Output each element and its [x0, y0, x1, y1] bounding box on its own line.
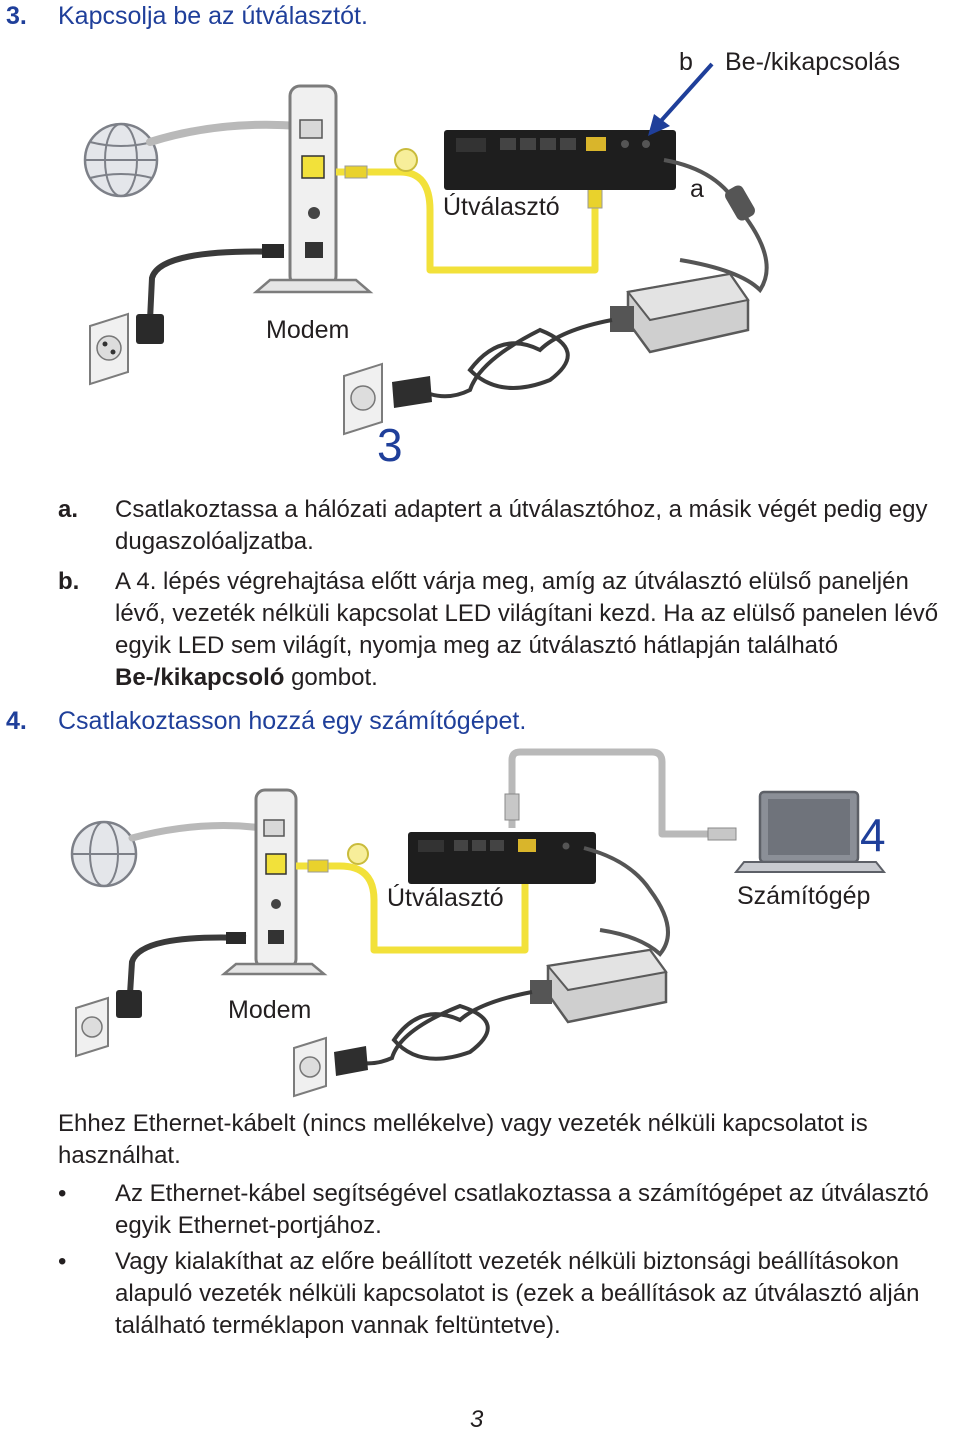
- item-b-key: b.: [58, 568, 80, 595]
- label-a: a: [690, 175, 704, 203]
- adapter-dc-cable: [663, 158, 769, 294]
- figure-step-number: 4: [860, 809, 886, 861]
- item-b-text-after: gombot.: [284, 664, 378, 691]
- bullet-text: Vagy kialakíthat az előre beállított vez…: [115, 1248, 920, 1339]
- step-3-title: Kapcsolja be az útválasztót.: [58, 2, 368, 30]
- item-b: b. A 4. lépés végrehajtása előtt várja m…: [58, 566, 958, 694]
- step-4-title: Csatlakoztasson hozzá egy számítógépet.: [58, 707, 527, 735]
- bullet-icon: •: [58, 1180, 67, 1207]
- power-switch-term: Be-/kikapcsoló: [115, 664, 285, 691]
- bullet-icon: •: [58, 1248, 67, 1275]
- wall-outlet-2: [343, 362, 383, 436]
- label-router: Útválasztó: [387, 884, 504, 912]
- step-3-number: 3.: [6, 2, 27, 30]
- label-router: Útválasztó: [443, 193, 560, 221]
- wall-outlet-1: [75, 996, 109, 1058]
- label-computer: Számítógép: [737, 882, 871, 910]
- ethernet-cable-gray: [508, 748, 712, 838]
- modem-power-cable: [147, 248, 285, 321]
- label-b: b: [679, 48, 693, 76]
- label-modem: Modem: [266, 316, 350, 344]
- arrow-icon: [648, 62, 714, 136]
- step-3-heading: 3. Kapcsolja be az útválasztót.: [6, 2, 368, 31]
- adapter-dc-cable: [583, 846, 670, 957]
- coax-cable: [128, 822, 266, 842]
- bullet-item: • Az Ethernet-kábel segítségével csatlak…: [58, 1178, 958, 1242]
- item-b-text-before: A 4. lépés végrehajtása előtt várja meg,…: [115, 568, 939, 659]
- intro-paragraph: Ehhez Ethernet-kábelt (nincs mellékelve)…: [58, 1110, 868, 1169]
- power-cord: [355, 990, 533, 1066]
- ethernet-cable-yellow: [296, 860, 529, 954]
- wall-outlet-2: [293, 1036, 327, 1098]
- plug-icon: [392, 376, 432, 408]
- modem-power-cable: [127, 934, 247, 995]
- label-power-switch: Be-/kikapcsolás: [725, 48, 901, 76]
- laptop-icon: [733, 790, 887, 873]
- power-adapter: [530, 948, 668, 1024]
- plug-icon: [334, 1046, 368, 1076]
- wall-outlet-1: [89, 312, 129, 386]
- bullet-item: • Vagy kialakíthat az előre beállított v…: [58, 1246, 958, 1342]
- item-a-text: Csatlakoztassa a hálózati adaptert a útv…: [115, 496, 928, 555]
- step-4-heading: 4. Csatlakoztasson hozzá egy számítógépet…: [6, 707, 526, 736]
- power-adapter: [610, 272, 750, 354]
- internet-globe-icon: [83, 122, 159, 198]
- ethernet-cable-yellow: [336, 168, 599, 274]
- page-number: 3: [470, 1406, 484, 1433]
- figure-router-setup: [83, 62, 769, 436]
- item-a-key: a.: [58, 496, 79, 523]
- power-cord: [429, 318, 613, 399]
- internet-globe-icon: [70, 820, 138, 888]
- modem-device: [220, 788, 328, 976]
- bullet-text: Az Ethernet-kábel segítségével csatlakoz…: [115, 1180, 929, 1239]
- step-4-number: 4.: [6, 707, 27, 735]
- coax-cable: [146, 120, 304, 146]
- figure-computer-setup: [70, 748, 887, 1098]
- label-modem: Modem: [228, 996, 312, 1024]
- router-device: [444, 130, 676, 190]
- modem-device: [252, 84, 374, 294]
- router-device: [408, 832, 596, 884]
- figure-step-number: 3: [377, 419, 403, 471]
- item-a: a. Csatlakoztassa a hálózati adaptert a …: [58, 494, 958, 558]
- item-b-text: A 4. lépés végrehajtása előtt várja meg,…: [115, 566, 960, 694]
